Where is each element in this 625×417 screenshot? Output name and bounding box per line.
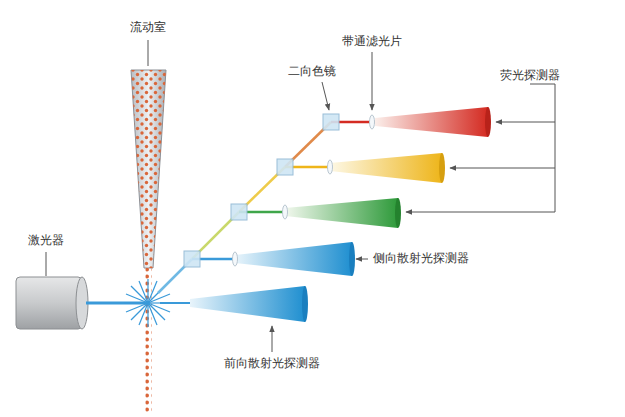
part-label: 激光器 (27, 233, 65, 247)
part-label: 荧光探测器 (499, 68, 561, 82)
part-label: 前向散射光探测器 (223, 356, 321, 370)
part-label: 流动室 (129, 20, 167, 34)
part-label: 二向色镜 (287, 64, 337, 78)
part-label: 带通滤光片 (341, 34, 403, 48)
part-label: 侧向散射光探测器 (372, 251, 470, 265)
